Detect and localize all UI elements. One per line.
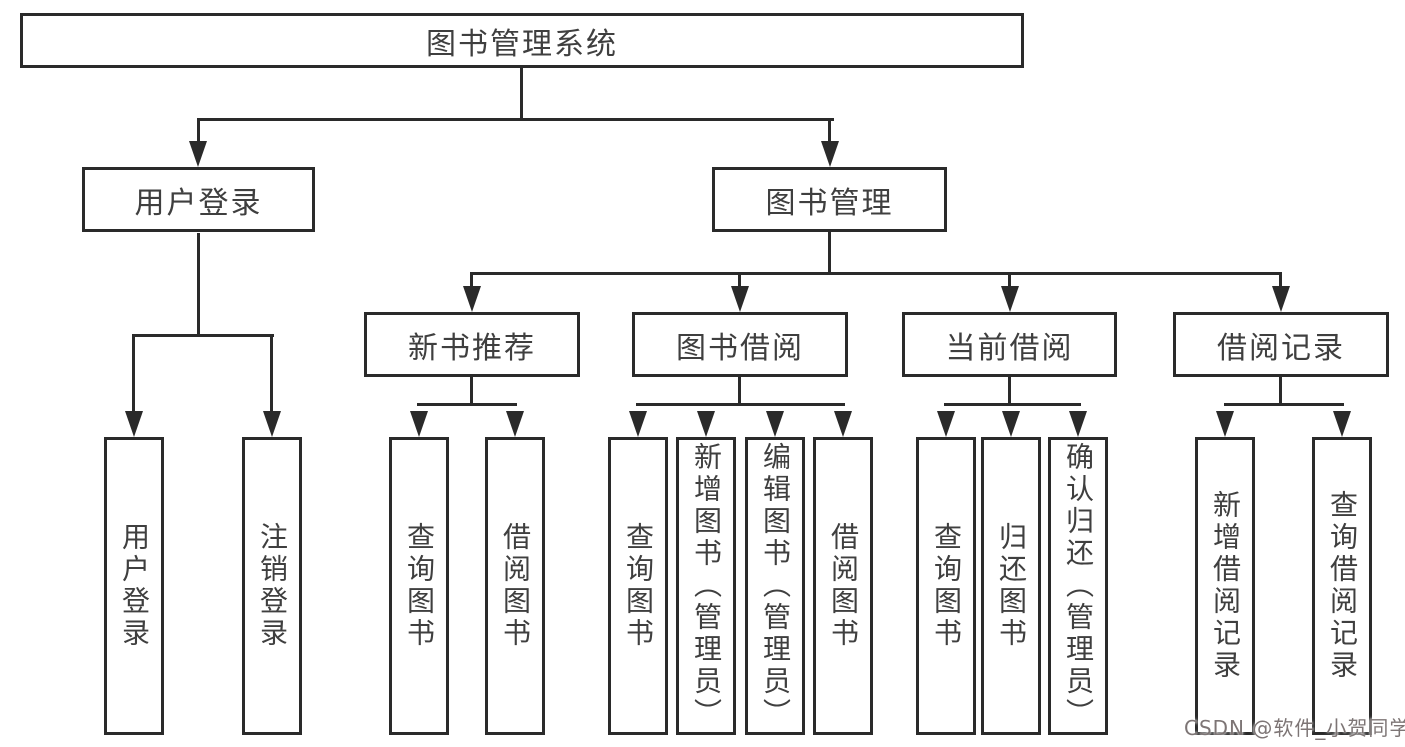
connector-line [470, 272, 473, 288]
connector-line [1008, 377, 1011, 404]
branch-label: 新书推荐 [408, 330, 536, 366]
connector-line [417, 403, 517, 406]
arrow-down-icon [834, 411, 852, 437]
arrow-down-icon [506, 411, 524, 437]
connector-line [520, 68, 523, 121]
branch-book-mgmt-node: 图书管理 [712, 167, 947, 232]
arrow-down-icon [1069, 411, 1087, 437]
leaf-edit-books-admin-node: 编辑图书（管理员） [745, 437, 805, 735]
arrow-down-icon [189, 141, 207, 167]
leaf-label: 编辑图书（管理员） [759, 442, 792, 730]
leaf-query-borrow-record-node: 查询借阅记录 [1312, 437, 1372, 735]
connector-line [270, 336, 273, 412]
connector-line [1224, 403, 1344, 406]
arrow-down-icon [821, 141, 839, 167]
branch-current-borrow-node: 当前借阅 [902, 312, 1117, 377]
arrow-down-icon [263, 411, 281, 437]
connector-line [1279, 377, 1282, 404]
branch-borrow-records-node: 借阅记录 [1173, 312, 1389, 377]
branch-label: 当前借阅 [945, 330, 1074, 366]
csdn-watermark: CSDN @软件_小贺同学 [1184, 716, 1405, 740]
leaf-label: 用户登录 [118, 522, 151, 650]
leaf-label: 确认归还（管理员） [1062, 442, 1095, 730]
leaf-label: 新增图书（管理员） [690, 442, 723, 730]
arrow-down-icon [463, 286, 481, 312]
leaf-label: 查询图书 [930, 522, 963, 650]
branch-new-books-node: 新书推荐 [364, 312, 580, 377]
branch-label: 图书借阅 [676, 330, 804, 366]
leaf-add-borrow-record-node: 新增借阅记录 [1195, 437, 1255, 735]
root-node: 图书管理系统 [20, 13, 1024, 68]
leaf-label: 新增借阅记录 [1209, 490, 1242, 682]
arrow-down-icon [766, 411, 784, 437]
leaf-label: 借阅图书 [827, 522, 860, 650]
branch-user-login-node: 用户登录 [82, 167, 315, 232]
connector-line [197, 233, 200, 336]
leaf-label: 查询图书 [622, 522, 655, 650]
branch-label: 图书管理 [765, 185, 894, 221]
leaf-label: 注销登录 [256, 522, 289, 650]
arrow-down-icon [1216, 411, 1234, 437]
leaf-borrow-books-node: 借阅图书 [485, 437, 545, 735]
connector-line [1008, 272, 1011, 288]
connector-line [132, 334, 274, 337]
arrow-down-icon [1001, 286, 1019, 312]
branch-book-borrow-node: 图书借阅 [632, 312, 848, 377]
leaf-query-books-node: 查询图书 [389, 437, 449, 735]
connector-line [738, 377, 741, 404]
arrow-down-icon [1002, 411, 1020, 437]
arrow-down-icon [1333, 411, 1351, 437]
connector-line [1279, 272, 1282, 288]
leaf-confirm-return-admin-node: 确认归还（管理员） [1048, 437, 1108, 735]
connector-line [828, 120, 831, 144]
connector-line [828, 232, 831, 274]
root-label: 图书管理系统 [426, 26, 618, 62]
connector-line [197, 118, 834, 121]
branch-label: 用户登录 [134, 185, 263, 221]
connector-line [738, 272, 741, 288]
leaf-query-books-node: 查询图书 [608, 437, 668, 735]
connector-line [470, 272, 1281, 275]
connector-line [132, 336, 135, 412]
leaf-return-books-node: 归还图书 [981, 437, 1041, 735]
arrow-down-icon [410, 411, 428, 437]
leaf-logout-node: 注销登录 [242, 437, 302, 735]
leaf-query-books-node: 查询图书 [916, 437, 976, 735]
leaf-label: 归还图书 [995, 522, 1028, 650]
leaf-user-login-node: 用户登录 [104, 437, 164, 735]
arrow-down-icon [629, 411, 647, 437]
connector-line [197, 120, 200, 144]
leaf-label: 查询借阅记录 [1326, 490, 1359, 682]
connector-line [636, 403, 845, 406]
leaf-add-books-admin-node: 新增图书（管理员） [676, 437, 736, 735]
leaf-label: 借阅图书 [499, 522, 532, 650]
arrow-down-icon [731, 286, 749, 312]
arrow-down-icon [125, 411, 143, 437]
arrow-down-icon [1272, 286, 1290, 312]
connector-line [470, 377, 473, 404]
leaf-borrow-books-node: 借阅图书 [813, 437, 873, 735]
branch-label: 借阅记录 [1217, 330, 1345, 366]
connector-line [944, 403, 1081, 406]
arrow-down-icon [697, 411, 715, 437]
leaf-label: 查询图书 [403, 522, 436, 650]
arrow-down-icon [937, 411, 955, 437]
